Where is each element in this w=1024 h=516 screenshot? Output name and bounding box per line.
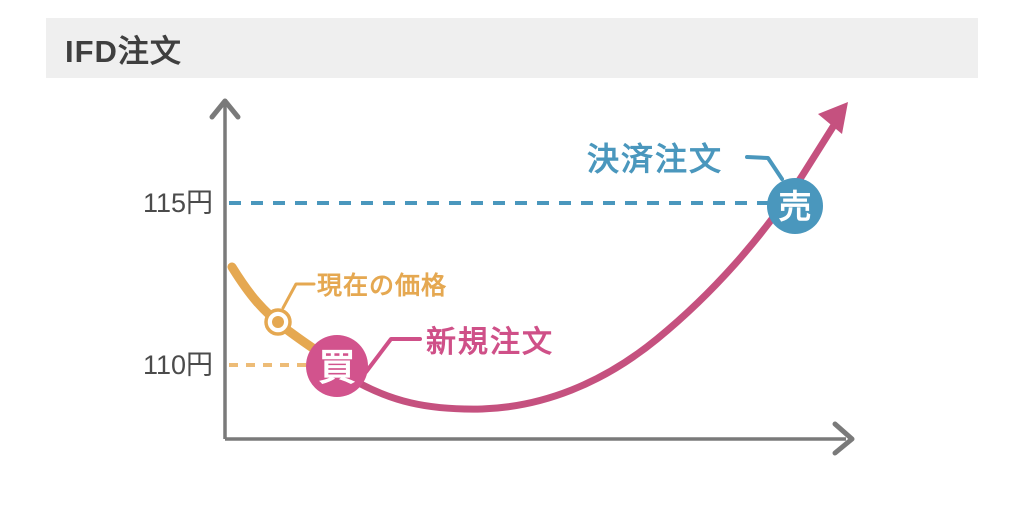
settlement-order-label: 決済注文 xyxy=(587,141,723,177)
settlement-order-connector xyxy=(745,155,784,181)
header-band: IFD注文 xyxy=(46,18,978,78)
buy-order-badge-label: 買 xyxy=(319,347,356,388)
current-price-label: 現在の価格 xyxy=(317,271,447,300)
price-curve xyxy=(336,118,840,413)
current-price-marker-dot xyxy=(272,316,284,328)
tick-label-115: 115円 xyxy=(143,188,213,218)
price-curve-arrowhead-icon xyxy=(818,102,848,134)
x-axis-arrow-icon xyxy=(832,421,855,456)
sell-order-badge-label: 売 xyxy=(779,188,812,225)
sell-order-badge xyxy=(767,178,823,234)
new-order-label: 新規注文 xyxy=(426,325,554,359)
buy-order-badge xyxy=(306,335,368,397)
current-price-connector xyxy=(281,282,316,310)
new-order-connector xyxy=(364,337,422,374)
tick-label-110: 110円 xyxy=(143,350,213,380)
y-axis-arrow-icon xyxy=(209,98,241,120)
page-title: IFD注文 xyxy=(65,33,182,69)
